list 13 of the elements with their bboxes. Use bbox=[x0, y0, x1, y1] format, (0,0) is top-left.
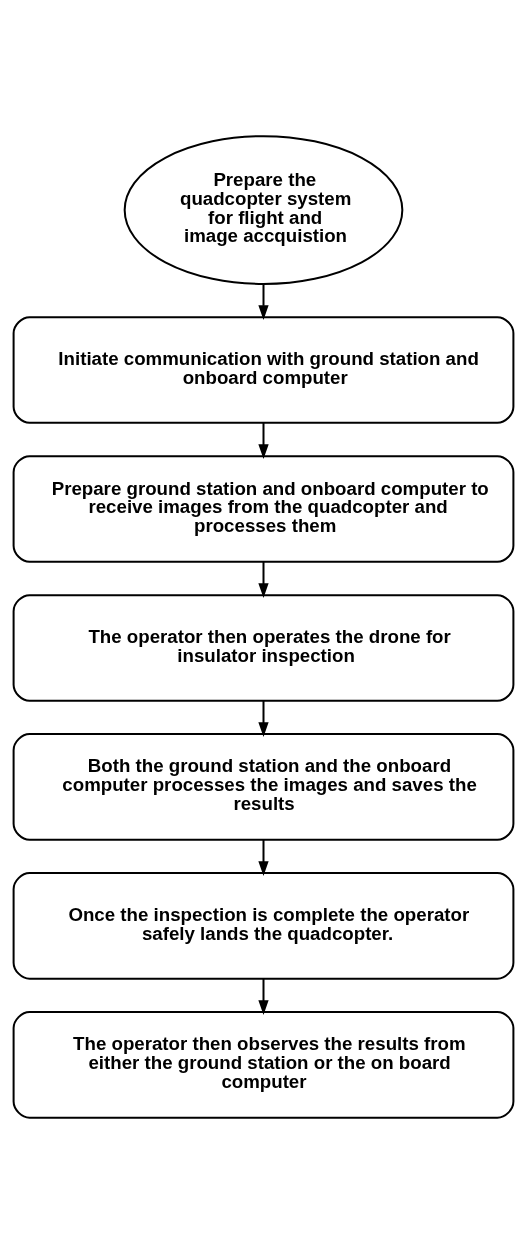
node-ellipse: Prepare the quadcopter system for flight and image accquistion bbox=[123, 135, 404, 285]
arrow bbox=[258, 283, 269, 320]
node-box: The operator then operates the drone for insulator inspection bbox=[12, 594, 515, 702]
arrow bbox=[258, 699, 269, 737]
node-box: Both the ground station and the onboard computer processes the images and saves the results bbox=[12, 733, 515, 841]
node-box: Once the inspection is complete the operator safely lands the quadcopter. bbox=[12, 872, 515, 980]
node-box: The operator then observes the results from either the ground station or the on board computer bbox=[12, 1011, 515, 1119]
arrow bbox=[258, 977, 269, 1015]
node-box: Initiate communication with ground station and onboard computer bbox=[12, 316, 515, 424]
arrow bbox=[258, 421, 269, 459]
arrow bbox=[258, 560, 269, 598]
node-box: Prepare ground station and onboard computer to receive images from the quadcopter and processes them bbox=[12, 455, 515, 563]
arrow bbox=[258, 838, 269, 876]
